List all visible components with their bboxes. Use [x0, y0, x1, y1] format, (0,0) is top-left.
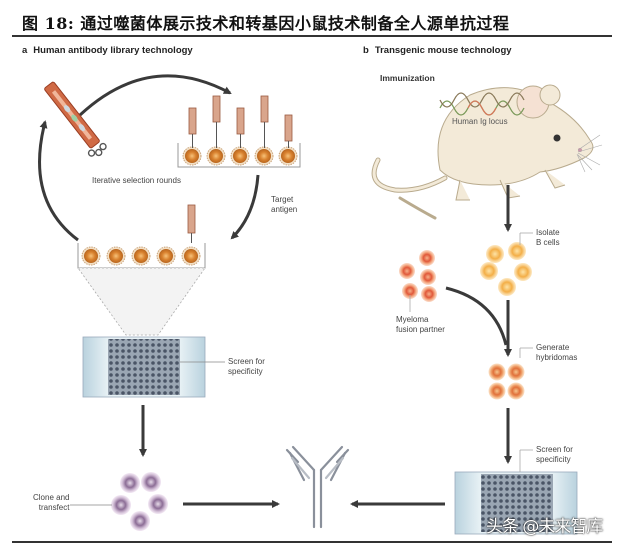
- clone-cell: [130, 511, 150, 531]
- human-ig-locus-label: Human Ig locus: [452, 117, 508, 127]
- single-bound-phage: [188, 205, 195, 243]
- hybridoma-cell: [508, 383, 525, 400]
- clone-label: Clone and transfect: [33, 493, 69, 512]
- target-cell: [157, 247, 175, 265]
- clone-line-1: Clone and: [33, 493, 69, 503]
- target-cell: [82, 247, 100, 265]
- mouse-illustration: [374, 85, 602, 218]
- myeloma-line-2: fusion partner: [396, 325, 445, 335]
- clone-cell: [141, 472, 161, 492]
- phage: [285, 115, 292, 148]
- bound-phages: [189, 96, 292, 148]
- screen-b-line-1: Screen for: [536, 445, 573, 455]
- isolate-line-2: B cells: [536, 238, 560, 248]
- myeloma-line-1: Myeloma: [396, 315, 445, 325]
- b-cell: [498, 278, 516, 296]
- target-antigen-line-2: antigen: [271, 205, 297, 215]
- hybridoma-cells: [489, 364, 525, 400]
- target-cell: [182, 247, 200, 265]
- selection-well-bottom: [78, 243, 205, 335]
- myeloma-label: Myeloma fusion partner: [396, 315, 445, 334]
- screen-plate-a: [83, 337, 225, 397]
- watermark: 头条 @未来智库: [486, 512, 602, 537]
- phage: [189, 108, 196, 148]
- iterative-selection-label: Iterative selection rounds: [92, 176, 181, 186]
- target-cell: [207, 147, 225, 165]
- screen-label-a: Screen for specificity: [228, 357, 265, 376]
- hybridoma-cell: [489, 364, 506, 381]
- b-cell: [486, 245, 504, 263]
- myeloma-cells: [399, 250, 437, 302]
- b-cells: [480, 242, 532, 296]
- isolate-line-1: Isolate: [536, 228, 560, 238]
- myeloma-cell: [419, 250, 435, 266]
- screen-label-b: Screen for specificity: [536, 445, 573, 464]
- phage: [237, 108, 244, 148]
- cycle-arrow-top: [80, 76, 230, 115]
- target-cell: [231, 147, 249, 165]
- clone-cell: [111, 495, 131, 515]
- cycle-arrow-right: [232, 175, 258, 238]
- arrow-myeloma-to-hybridomas: [446, 288, 506, 345]
- target-cell: [255, 147, 273, 165]
- target-antigen-label: Target antigen: [271, 195, 297, 214]
- cycle-arrow-left: [40, 122, 78, 240]
- hybridomas-line-2: hybridomas: [536, 353, 577, 363]
- b-cell: [514, 263, 532, 281]
- isolate-bcells-label: Isolate B cells: [536, 228, 560, 247]
- myeloma-cell: [421, 286, 437, 302]
- b-cell: [508, 242, 526, 260]
- clone-cell: [120, 473, 140, 493]
- target-cell: [107, 247, 125, 265]
- phage: [261, 96, 268, 148]
- hybridoma-cell: [508, 364, 525, 381]
- myeloma-cell: [399, 263, 415, 279]
- screen-a-line-1: Screen for: [228, 357, 265, 367]
- b-cell: [480, 262, 498, 280]
- target-cell: [132, 247, 150, 265]
- myeloma-cell: [420, 269, 436, 285]
- antibody-icon: [287, 447, 348, 527]
- hybridomas-line-1: Generate: [536, 343, 577, 353]
- phage: [213, 96, 220, 148]
- target-cell: [279, 147, 297, 165]
- clone-cell: [148, 494, 168, 514]
- target-antigen-line-1: Target: [271, 195, 297, 205]
- clone-cells: [111, 472, 168, 531]
- screen-b-line-2: specificity: [536, 455, 573, 465]
- target-cell: [183, 147, 201, 165]
- selection-well-top: [178, 143, 300, 167]
- phage-icon: [40, 80, 109, 160]
- hybridomas-label: Generate hybridomas: [536, 343, 577, 362]
- hybridoma-cell: [489, 383, 506, 400]
- screen-a-line-2: specificity: [228, 367, 265, 377]
- clone-line-2: transfect: [33, 503, 69, 513]
